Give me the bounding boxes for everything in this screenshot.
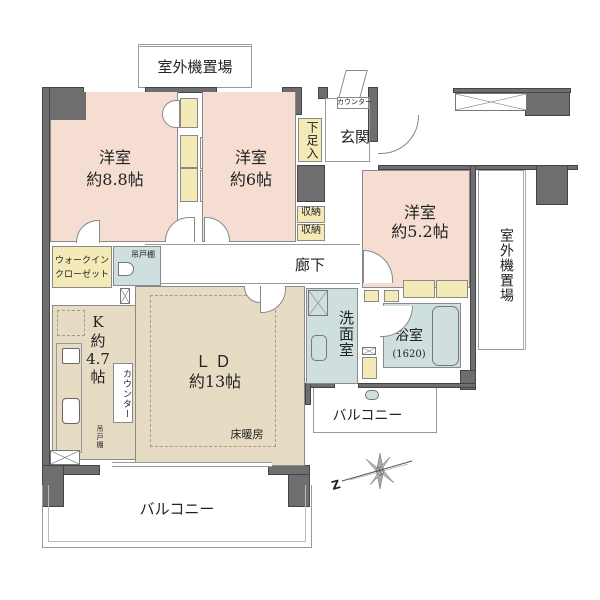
toilet-hanging-shelf-label: 吊戸棚 [131,250,155,259]
kitchen-counter-label: カウンター [121,369,131,419]
western-room-2 [202,92,296,242]
ld-size: 約13帖 [188,372,242,391]
balcony-small-label: バルコニー [332,408,403,424]
ld-window [112,462,272,467]
living-dining [135,286,305,466]
room3-closet-a [403,280,435,298]
sink-icon [62,398,80,424]
room2-size: 約6帖 [229,170,273,189]
room3-closet-b [436,280,468,298]
entrance-label: 玄関 [339,128,370,146]
wall-wash-post [305,383,311,405]
room1-size: 約8.8帖 [86,170,144,189]
room3-size: 約5.2帖 [391,222,449,241]
duct-box-2 [50,450,80,465]
duct-box-1 [120,288,130,304]
room3-name: 洋室 [403,203,436,222]
closet-room1 [180,98,198,128]
window-unit-top-right [455,93,527,111]
entrance-top-door[interactable] [338,70,368,98]
walk-in-closet-label-1: ウォークイン [54,256,109,266]
room1-name: 洋室 [98,148,131,167]
wall-bottom-right [268,465,310,475]
kitchen-size-2: 4.7 [86,350,110,368]
shoe-cabinet-label: 下足入 [305,120,319,160]
washroom-label: 洗面室 [337,310,355,358]
washing-machine-space [308,290,328,316]
wall-entrance-left-post [318,87,328,99]
bathtub-icon [432,306,459,366]
compass-rose-icon [330,445,420,500]
kitchen-hanging-shelf-label: 吊戸棚 [96,425,104,449]
front-door[interactable] [378,115,419,154]
room2-name: 洋室 [234,148,267,167]
washbasin-icon [311,335,327,361]
balcony-main-label: バルコニー [139,500,215,518]
ld-name: ＬＤ [194,352,235,371]
wall-bath-bottom [358,383,476,388]
wall-right-top-ledge [453,88,571,93]
outdoor-unit-label-top: 室外機置場 [157,58,233,76]
room1-corner-pillar [50,92,86,120]
kitchen-size-3: 帖 [90,368,106,386]
storage-2-label: 収納 [301,225,321,236]
outdoor-unit-area-top [138,44,252,88]
walk-in-closet [52,246,112,288]
hallway-closet-b [384,290,399,302]
kitchen-name: K [92,313,104,331]
wall-room3-right [470,165,476,385]
kitchen-size-1: 約 [90,332,106,350]
outdoor-faucet-icon [365,390,379,400]
storage-1 [297,206,325,223]
ld-floor-heating-label: 床暖房 [230,428,264,441]
outdoor-unit-area-right [478,170,526,350]
outdoor-unit-label-right: 室外機置場 [498,227,514,303]
bathroom-size: (1620) [392,349,426,360]
closet-room2-a [180,135,198,168]
wall-entrance-right [368,87,378,142]
toilet-room [113,246,161,286]
wall-left [42,87,50,477]
hallway-closet-a [364,290,379,302]
walk-in-closet-label-2: クローゼット [54,270,109,280]
shoe-cabinet [298,118,322,162]
closet-room2-b [180,168,198,202]
balcony-main-inner [48,485,306,542]
stove-icon [62,348,80,364]
wall-mid-right-pillar [536,165,568,205]
wall-closet-block [297,165,325,202]
wall-mid-right-ledge [378,165,578,170]
hallway [145,244,360,284]
kitchen-counter [113,363,133,423]
duct-box-3 [362,347,376,355]
storage-2 [297,224,325,241]
washroom-storage [362,357,377,379]
balcony-main [42,485,312,548]
balcony-small [313,388,437,433]
kitchen-fridge [57,310,85,336]
entrance-counter-label: カウンター [337,98,372,106]
bathroom-name: 浴室 [395,328,423,344]
toilet-icon [118,262,134,276]
floor-heating-area [150,295,276,447]
storage-1-label: 収納 [301,207,321,218]
wall-top-mid [145,87,217,93]
hallway-label: 廊下 [294,256,325,274]
